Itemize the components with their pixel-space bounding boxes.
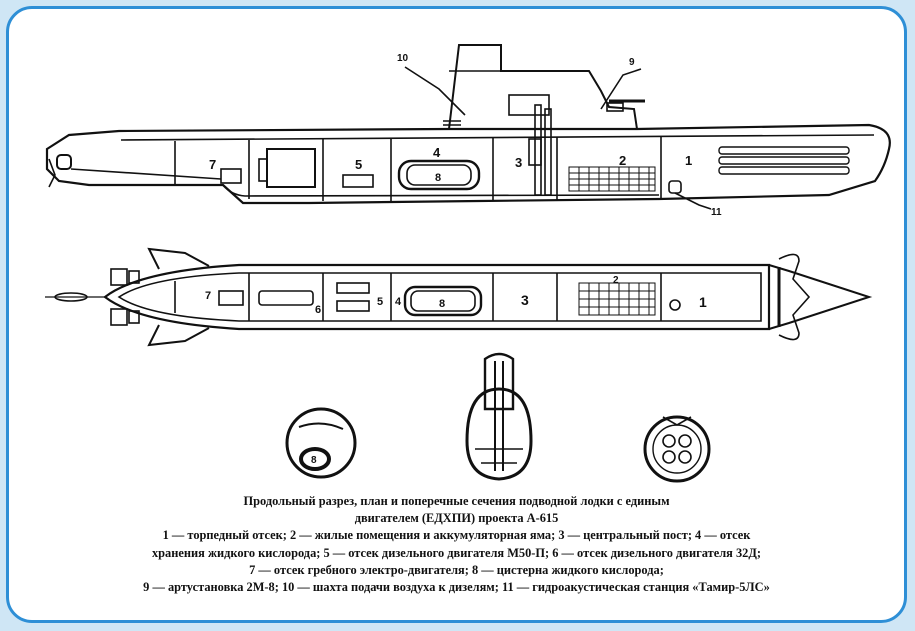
- caption-legend-line-1: 1 — торпедный отсек; 2 — жилые помещения…: [162, 528, 751, 543]
- label-1-plan: 1: [699, 294, 707, 310]
- label-4-side: 4: [433, 145, 441, 160]
- figure-caption: Продольный разрез, план и поперечные сеч…: [9, 493, 904, 596]
- label-2-side: 2: [619, 153, 626, 168]
- label-1-side: 1: [685, 153, 692, 168]
- label-7-side: 7: [209, 157, 216, 172]
- label-3-side: 3: [515, 155, 522, 170]
- label-9: 9: [629, 57, 635, 68]
- label-4-plan: 4: [395, 296, 402, 308]
- label-8-side: 8: [435, 172, 441, 184]
- caption-title-line-2: двигателем (ЕДХПИ) проекта А-615: [354, 511, 559, 526]
- label-3-plan: 3: [521, 292, 529, 308]
- submarine-drawing: 7 5 4 8 3 2 1 10 9 11 7 6 5 4 8 3 2 1 8: [45, 44, 891, 483]
- caption-title-line-1: Продольный разрез, план и поперечные сеч…: [243, 494, 670, 508]
- label-6-plan: 6: [315, 304, 321, 316]
- labels: 7 5 4 8 3 2 1 10 9 11 7 6 5 4 8 3 2 1 8: [205, 53, 722, 466]
- caption-legend-line-4: 9 — артустановка 2М-8; 10 — шахта подачи…: [143, 580, 770, 595]
- figure-frame: 7 5 4 8 3 2 1 10 9 11 7 6 5 4 8 3 2 1 8 …: [6, 6, 907, 623]
- side-view: [45, 44, 891, 210]
- caption-legend-line-2: хранения жидкого кислорода; 5 — отсек ди…: [151, 545, 762, 560]
- label-7-plan: 7: [205, 290, 211, 302]
- label-5-plan: 5: [377, 296, 383, 308]
- label-2-plan: 2: [613, 275, 619, 286]
- cross-section-stern: [285, 407, 357, 479]
- cross-section-tower: [465, 352, 533, 481]
- label-8-section: 8: [311, 455, 317, 466]
- cross-section-bow: [643, 415, 711, 483]
- label-10: 10: [397, 53, 409, 64]
- label-11: 11: [711, 207, 722, 218]
- label-5-side: 5: [355, 157, 362, 172]
- caption-legend-line-3: 7 — отсек гребного электро-двигателя; 8 …: [249, 562, 664, 577]
- plan-view: [45, 247, 873, 347]
- label-8-plan: 8: [439, 298, 445, 310]
